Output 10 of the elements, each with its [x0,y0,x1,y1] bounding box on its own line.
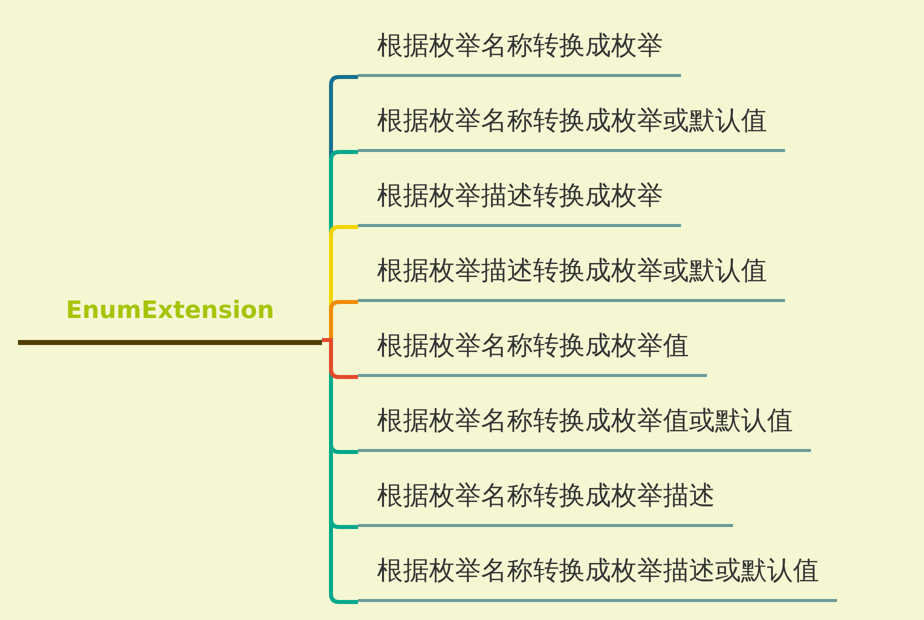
topic-text: 根据枚举描述转换成枚举 [377,180,663,213]
topic-text: 根据枚举名称转换成枚举描述 [377,480,715,513]
topic-text: 根据枚举描述转换成枚举或默认值 [377,255,767,288]
root-topic-text: EnumExtension [66,296,274,324]
topic-text: 根据枚举名称转换成枚举 [377,30,663,63]
topic-text: 根据枚举名称转换成枚举或默认值 [377,105,767,138]
topic-text: 根据枚举名称转换成枚举值 [377,330,689,363]
topic-text: 根据枚举名称转换成枚举描述或默认值 [377,555,819,588]
branch-connector [322,338,358,379]
topic-text: 根据枚举名称转换成枚举值或默认值 [377,405,793,438]
